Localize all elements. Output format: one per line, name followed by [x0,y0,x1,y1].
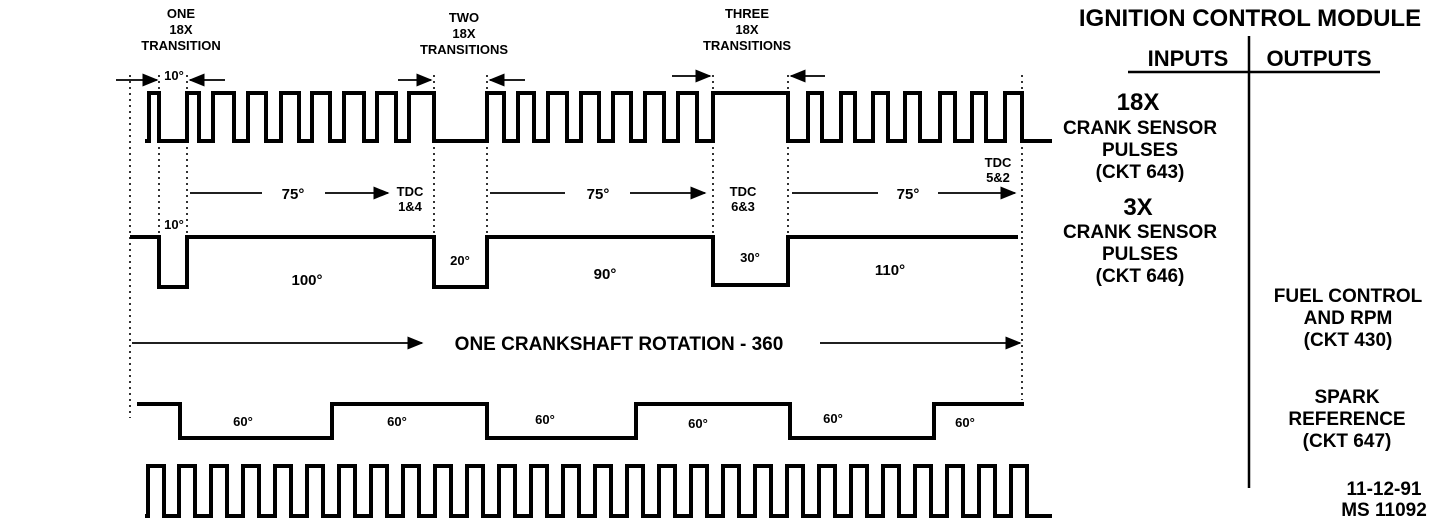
signal-line: PULSES [1102,140,1178,161]
tdc-label-1-4: TDC 1&4 [397,184,424,214]
waveform-fuel-control [145,464,1052,518]
transition-label-line: TWO [449,10,479,25]
waveform-18x-crank-sensor [145,91,1052,143]
tdc-label-line: TDC [985,155,1012,170]
footer-date: 11-12-91 [1346,479,1421,500]
notch-degree-label: 10° [164,217,184,232]
degree-75-label: 75° [897,186,920,203]
signal-heading: 18X [1117,89,1160,116]
signal-label-fuel-control: FUEL CONTROL AND RPM (CKT 430) [1274,286,1423,351]
signal-line: FUEL CONTROL [1274,286,1423,307]
signal-heading: 3X [1123,194,1152,221]
transition-label-line: ONE [167,6,196,21]
degree-60-label: 60° [688,416,708,431]
tdc-label-line: 6&3 [731,199,755,214]
tdc-label-5-2: TDC 5&2 [985,155,1012,185]
degree-60-label: 60° [955,415,975,430]
transition-label-line: TRANSITIONS [703,38,791,53]
signal-line: (CKT 646) [1096,266,1185,287]
tdc-label-line: TDC [397,184,424,199]
signal-line: REFERENCE [1288,409,1405,430]
signal-line: CRANK SENSOR [1063,222,1217,243]
notch-degree-label: 20° [450,253,470,268]
ten-degree-label-top: 10° [164,68,184,83]
crankshaft-rotation-label: ONE CRANKSHAFT ROTATION - 360 [455,334,784,355]
signal-line: (CKT 430) [1304,330,1393,351]
transition-label-one: ONE 18X TRANSITION [141,6,220,53]
signal-label-18x: 18X CRANK SENSOR PULSES (CKT 643) [1063,89,1217,183]
waveform-3x-crank-sensor [130,235,1018,289]
footer-code: MS 11092 [1341,500,1427,521]
gap-degree-label: 90° [594,266,617,283]
degree-60-label: 60° [535,412,555,427]
tdc-label-line: 5&2 [986,170,1010,185]
signal-line: CRANK SENSOR [1063,118,1217,139]
degree-75-label: 75° [282,186,305,203]
signal-line: AND RPM [1304,308,1393,329]
module-title: IGNITION CONTROL MODULE [1079,5,1421,32]
dotted-guide-lines [129,75,1023,418]
transition-label-line: 18X [735,22,758,37]
transition-label-line: 18X [452,26,475,41]
tdc-label-line: 1&4 [398,199,423,214]
degree-60-label: 60° [387,414,407,429]
transition-label-line: THREE [725,6,769,21]
signal-line: (CKT 647) [1303,431,1392,452]
signal-label-spark-reference: SPARK REFERENCE (CKT 647) [1288,387,1405,452]
degree-60-label: 60° [233,414,253,429]
degree-60-label: 60° [823,411,843,426]
degree-75-label: 75° [587,186,610,203]
waveform-spark-reference [137,402,1024,440]
signal-line: PULSES [1102,244,1178,265]
inputs-header: INPUTS [1148,46,1229,71]
transition-label-three: THREE 18X TRANSITIONS [703,6,791,53]
tdc-label-line: TDC [730,184,757,199]
notch-degree-label: 30° [740,250,760,265]
signal-line: SPARK [1314,387,1379,408]
outputs-header: OUTPUTS [1266,46,1371,71]
tdc-label-6-3: TDC 6&3 [730,184,757,214]
transition-label-two: TWO 18X TRANSITIONS [420,10,508,57]
transition-arrows [116,69,825,87]
signal-line: (CKT 643) [1096,162,1185,183]
gap-degree-label: 110° [875,262,905,279]
transition-label-line: TRANSITION [141,38,220,53]
signal-label-3x: 3X CRANK SENSOR PULSES (CKT 646) [1063,194,1217,287]
transition-label-line: 18X [169,22,192,37]
transition-label-line: TRANSITIONS [420,42,508,57]
gap-degree-label: 100° [291,272,322,289]
